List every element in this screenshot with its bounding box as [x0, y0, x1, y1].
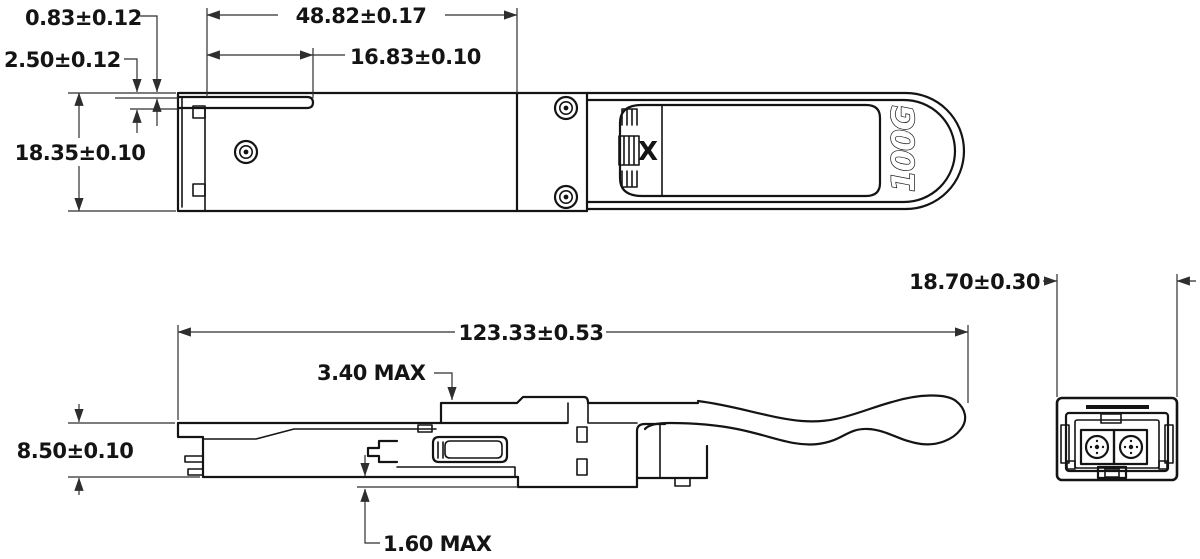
dim-label-8-50: 8.50±0.10: [17, 439, 134, 463]
side-view-pull-tab: [643, 394, 967, 446]
end-view-outer-shell: [1055, 396, 1179, 482]
end-view-port-right: [1112, 428, 1149, 466]
side-view-shell-inner-lines: [567, 402, 638, 424]
end-view-ferrule-left: [1084, 434, 1110, 460]
dimension-annotations: 0.83±0.12 2.50±0.12 48.82±0.17 16.83±0.1…: [4, 4, 1196, 556]
end-view-bottom-key-inner: [1104, 468, 1120, 478]
screw-rear-bottom: [553, 184, 579, 210]
side-view-raised-shell: [439, 395, 700, 425]
pull-handle-inner: [585, 98, 957, 204]
dim-leader-0-83: [140, 15, 162, 93]
speed-marking-label: 100G: [886, 105, 922, 192]
dim-label-1-60-max: 1.60 MAX: [383, 532, 492, 556]
dim-ext-8-50: [68, 422, 200, 478]
side-view-rear-block: [635, 422, 709, 480]
top-view-slider-rail: [176, 95, 315, 110]
end-view-corner-detail-right: [1158, 460, 1168, 470]
end-view-bottom-key-outer: [1096, 465, 1128, 480]
end-view-side-tab-left: [1060, 424, 1070, 464]
end-view-side-tab-right: [1164, 424, 1174, 464]
side-view-emi-fingers: [184, 455, 204, 476]
end-view-ferrule-right: [1118, 434, 1144, 460]
dim-label-2-50: 2.50±0.12: [4, 48, 121, 72]
side-view-latch-notch: [366, 439, 399, 464]
dim-ext-rail: [115, 97, 178, 110]
dim-label-123-33: 123.33±0.53: [459, 321, 604, 345]
dim-leader-1-60: [360, 488, 380, 544]
x-marking: X: [638, 137, 658, 167]
end-view: [1055, 396, 1179, 482]
dim-label-18-35: 18.35±0.10: [15, 141, 146, 165]
end-view-frame-outer: [1064, 411, 1170, 473]
side-view-lower-pocket: [516, 475, 639, 489]
side-view: [176, 394, 967, 489]
dim-leader-3-40: [434, 372, 457, 401]
label-window: [618, 103, 882, 198]
top-view-latch-tab-lower: [192, 183, 206, 197]
side-view-shelf: [396, 466, 516, 478]
dim-ext-123-33: [177, 325, 969, 420]
screw-rear-top: [553, 95, 579, 121]
dim-label-3-40-max: 3.40 MAX: [317, 361, 426, 385]
side-view-latch-slider-inner: [437, 440, 503, 459]
side-view-latch-slider-outer: [431, 435, 509, 464]
top-view: X 100G: [176, 91, 966, 213]
top-view-body-dividers: [515, 91, 589, 213]
dim-label-0-83: 0.83±0.12: [25, 6, 142, 30]
side-view-slot-upper: [576, 426, 588, 443]
dim-ext-18-70: [1056, 274, 1178, 397]
dim-label-48-82: 48.82±0.17: [296, 4, 427, 28]
end-view-corner-detail-left: [1066, 460, 1076, 470]
end-view-top-center-key: [1100, 413, 1122, 424]
top-view-body-outline: [176, 91, 589, 213]
top-view-latch-tab-upper: [192, 105, 206, 119]
dim-label-18-70: 18.70±0.30: [909, 270, 1040, 294]
dim-leader-2-50: [124, 58, 142, 93]
screw-front: [233, 139, 259, 165]
side-view-top-bump: [417, 424, 433, 433]
side-view-bottom-ledge: [202, 428, 437, 440]
pull-handle-outer: [585, 91, 966, 211]
dim-ext-18-35: [68, 92, 176, 212]
side-view-rear-block-details: [659, 424, 691, 487]
dim-label-16-83: 16.83±0.10: [350, 45, 481, 69]
side-view-nose: [176, 421, 520, 479]
grip-hatch-marks: [618, 108, 640, 188]
side-view-slot-lower: [576, 458, 588, 476]
